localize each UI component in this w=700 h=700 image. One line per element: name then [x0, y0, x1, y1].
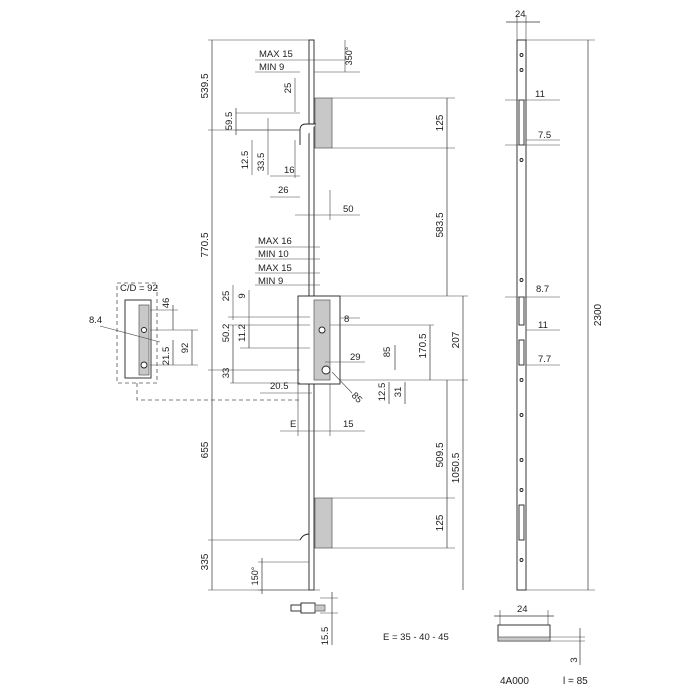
bottom-bolt-housing [314, 497, 333, 549]
part-code: 4A000 [500, 676, 529, 687]
dim-16: 16 [284, 165, 295, 176]
handle-follower [321, 365, 331, 375]
dim-770-5: 770.5 [200, 232, 211, 257]
dim-21-5: 21.5 [161, 347, 172, 366]
dim-125-bottom: 125 [435, 514, 446, 531]
dim-33-5: 33.5 [256, 153, 267, 172]
dim-207: 207 [451, 331, 462, 348]
dim-170-5: 170.5 [418, 333, 429, 358]
dim-33: 33 [221, 368, 232, 379]
min9-top: MIN 9 [259, 62, 284, 73]
cd-label: C/D = 92 [120, 283, 158, 294]
dim-50: 50 [343, 204, 354, 215]
dim-24-top: 24 [515, 9, 526, 20]
section-view [494, 610, 585, 665]
dim-9: 9 [237, 293, 248, 298]
e-note: E = 35 - 40 - 45 [383, 632, 449, 643]
dim-E: E [290, 419, 296, 430]
dim-12-5-mid: 12.5 [377, 383, 388, 402]
dim-85-angle: 85 [349, 390, 364, 405]
dim-50-2: 50.2 [221, 324, 232, 343]
dim-25-mid: 25 [221, 291, 232, 302]
dim-655: 655 [200, 441, 211, 458]
dim-46: 46 [161, 298, 172, 309]
dim-335: 335 [200, 553, 211, 570]
front-view: 539.5 770.5 655 335 MAX 15 MIN 9 350° 25… [200, 39, 468, 646]
dim-15-5: 15.5 [320, 627, 331, 646]
rod-end-detail [290, 592, 338, 645]
dim-92: 92 [180, 343, 191, 354]
dim-20-5: 20.5 [270, 381, 289, 392]
dim-8-4: 8.4 [89, 315, 102, 326]
dim-2300: 2300 [593, 303, 604, 326]
dim-slot-11-top: 11 [535, 89, 545, 100]
angle-350: 350° [344, 46, 354, 65]
angle-150: 150° [250, 566, 260, 585]
dim-15: 15 [343, 419, 354, 430]
dim-slot-11-mid: 11 [538, 320, 548, 331]
dim-29: 29 [350, 352, 361, 363]
dim-12-5-top: 12.5 [240, 151, 251, 170]
detail-leader [136, 383, 300, 401]
dim-slot-7-5: 7.5 [538, 130, 551, 141]
max16: MAX 16 [258, 236, 292, 247]
top-bolt-housing [314, 97, 333, 149]
detail-body [138, 304, 150, 376]
dim-26: 26 [278, 185, 289, 196]
dim-24-bottom: 24 [517, 604, 528, 615]
main-lock-body [313, 299, 331, 381]
section-fill [497, 636, 551, 642]
dim-583-5: 583.5 [435, 212, 446, 237]
dim-8: 8 [344, 314, 349, 325]
bottom-hook-bolt [299, 533, 310, 541]
dim-11-2: 11.2 [237, 324, 248, 342]
min10: MIN 10 [258, 249, 289, 260]
detail-view [99, 282, 300, 401]
dim-1050-5: 1050.5 [451, 452, 462, 483]
dim-25-top: 25 [283, 83, 294, 94]
min9-mid: MIN 9 [258, 276, 283, 287]
dim-31: 31 [393, 387, 404, 398]
side-view [505, 15, 595, 591]
max15-top: MAX 15 [259, 49, 293, 60]
max15-mid: MAX 15 [258, 263, 292, 274]
dim-slot-8-7: 8.7 [536, 284, 549, 295]
dim-slot-7-7: 7.7 [538, 354, 551, 365]
length-note: l = 85 [563, 676, 588, 687]
dim-539-5: 539.5 [200, 73, 211, 98]
cylinder-hole [318, 326, 326, 334]
dim-85-center: 85 [382, 347, 393, 358]
dim-509-5: 509.5 [435, 442, 446, 467]
dim-3: 3 [569, 657, 580, 662]
dim-125-top: 125 [435, 114, 446, 131]
dim-59-5: 59.5 [224, 112, 235, 131]
